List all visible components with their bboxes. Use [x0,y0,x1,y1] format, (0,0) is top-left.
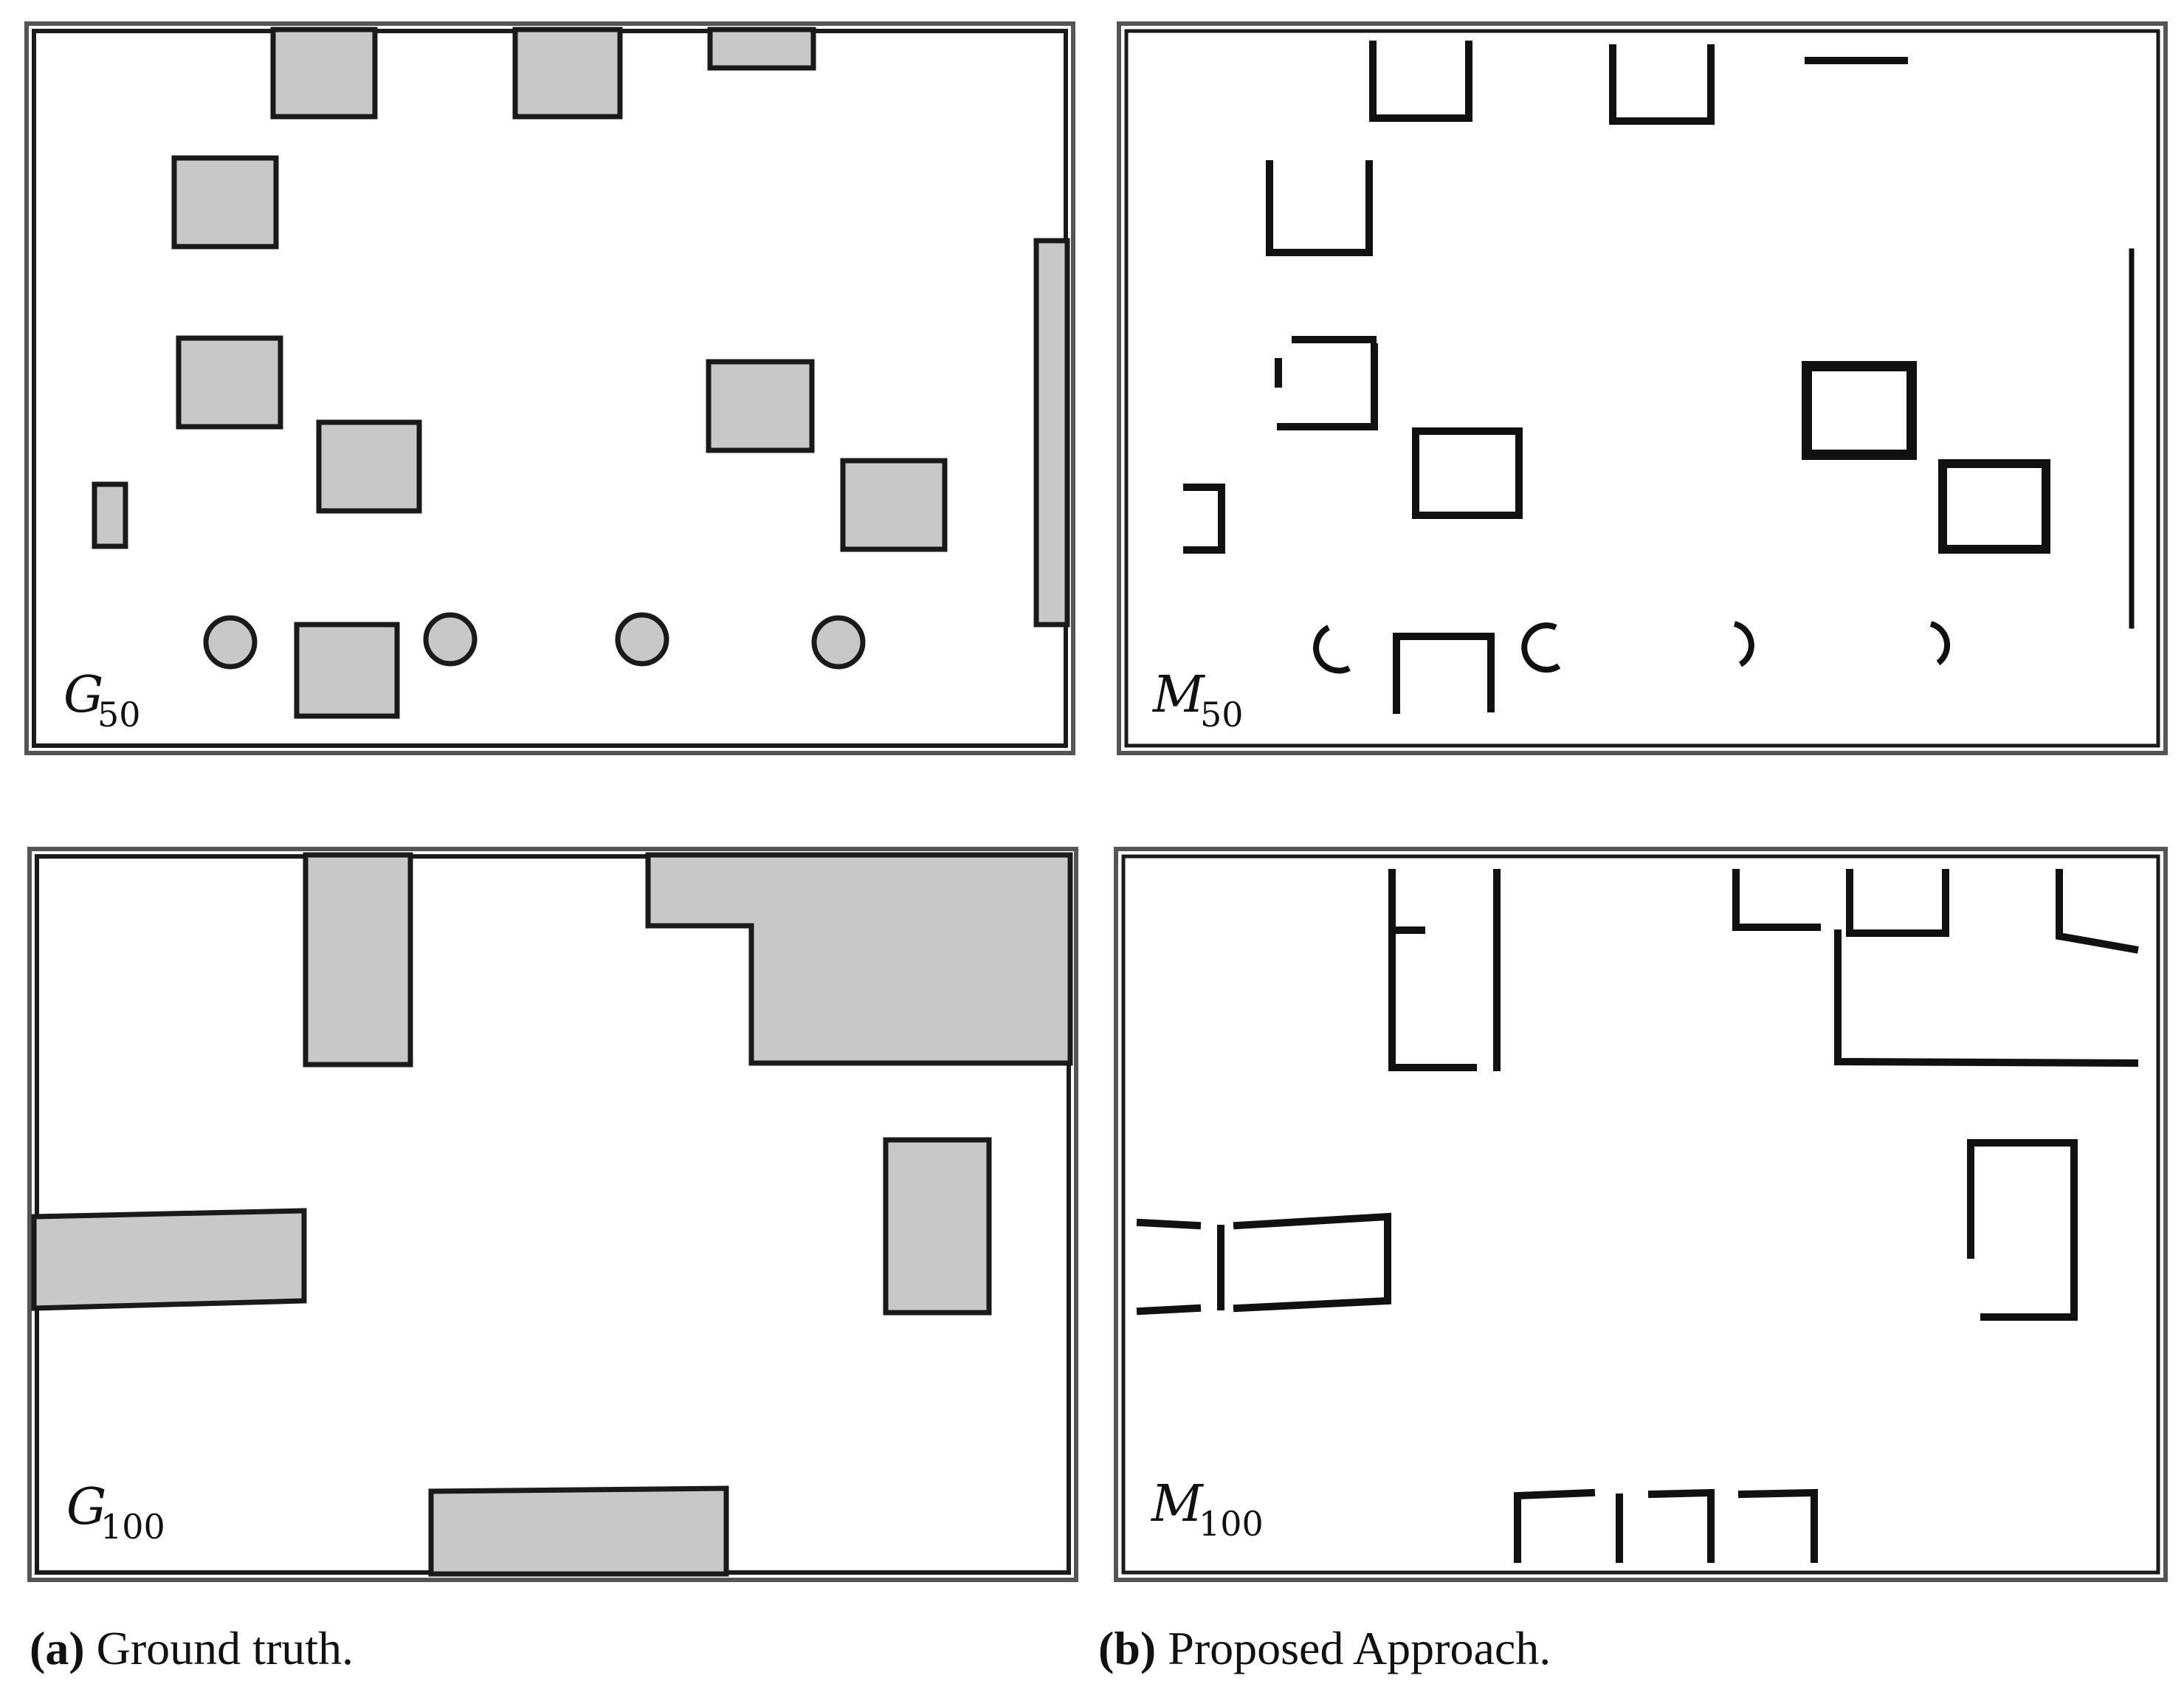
panel-m50: M 50 [1117,21,2168,755]
obstacles-g100 [31,852,1073,1577]
panel-subscript-m50: 50 [1200,695,1244,735]
obstacles-g50 [92,27,1070,719]
panel-m100: M 100 [1114,847,2168,1582]
walls-m50 [1183,41,2135,714]
caption-b-tag: (b) [1098,1622,1157,1674]
panel-subscript-m100: 100 [1199,1504,1264,1544]
panel-label-g100: G [66,1478,106,1536]
caption-a: (a) Ground truth. [30,1621,354,1676]
walls-m100 [1136,869,2139,1563]
panel-label-g50: G [63,666,103,724]
panel-g50: G 50 [24,21,1075,755]
caption-a-text: Ground truth. [96,1622,354,1674]
panel-subscript-g100: 100 [100,1507,165,1547]
caption-b-text: Proposed Approach. [1168,1622,1551,1674]
partial-circles-m50 [1313,621,1951,674]
panel-g100: G 100 [27,847,1078,1582]
panel-label-m100: M [1150,1475,1205,1533]
caption-a-tag: (a) [30,1622,85,1674]
panel-subscript-g50: 50 [97,695,141,735]
caption-b: (b) Proposed Approach. [1098,1621,1551,1676]
panel-label-m50: M [1151,666,1206,724]
